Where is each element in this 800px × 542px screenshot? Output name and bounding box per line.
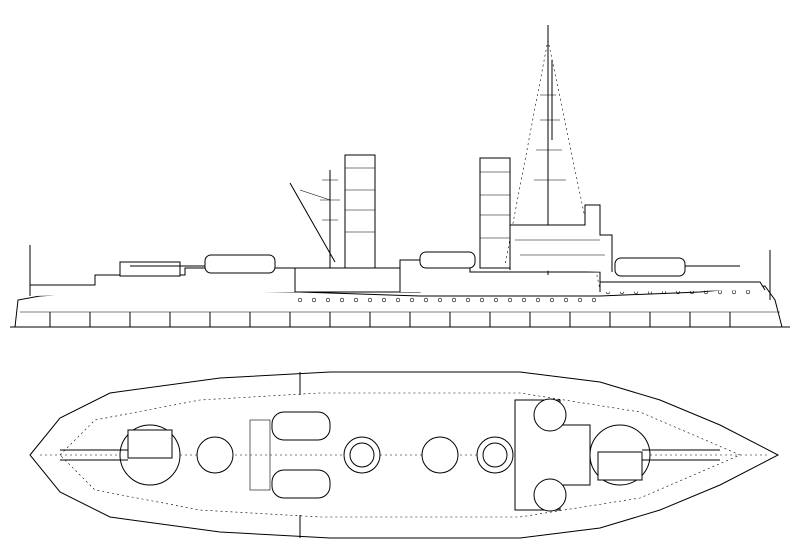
aft-wing-mount <box>196 436 234 474</box>
aft-turret <box>204 254 276 274</box>
crane <box>289 182 336 263</box>
hull-frames <box>49 312 731 327</box>
porthole <box>353 297 359 303</box>
porthole <box>563 297 569 303</box>
porthole <box>367 297 373 303</box>
profile-view <box>10 25 790 328</box>
fore-turret <box>614 257 686 277</box>
porthole <box>577 297 583 303</box>
porthole <box>437 297 443 303</box>
porthole <box>423 297 429 303</box>
porthole <box>395 297 401 303</box>
porthole <box>535 297 541 303</box>
porthole <box>451 297 457 303</box>
funnel-aft-plan <box>343 436 381 474</box>
plan-view <box>29 371 780 539</box>
porthole <box>465 297 471 303</box>
porthole <box>507 297 513 303</box>
funnel-fore-plan <box>476 436 514 474</box>
porthole <box>521 297 527 303</box>
porthole <box>479 297 485 303</box>
porthole <box>339 297 345 303</box>
midship-turret <box>419 251 476 269</box>
funnel-fore <box>479 157 511 269</box>
midship-mount <box>421 436 459 474</box>
porthole <box>409 297 415 303</box>
boats-aft <box>271 411 331 441</box>
porthole <box>493 297 499 303</box>
porthole <box>591 297 597 303</box>
bridge <box>509 204 613 272</box>
hull-profile <box>14 285 783 328</box>
porthole <box>297 297 303 303</box>
hull-plan <box>29 371 780 539</box>
funnel-aft <box>344 154 376 271</box>
porthole <box>311 297 317 303</box>
porthole <box>325 297 331 303</box>
porthole <box>381 297 387 303</box>
porthole <box>549 297 555 303</box>
